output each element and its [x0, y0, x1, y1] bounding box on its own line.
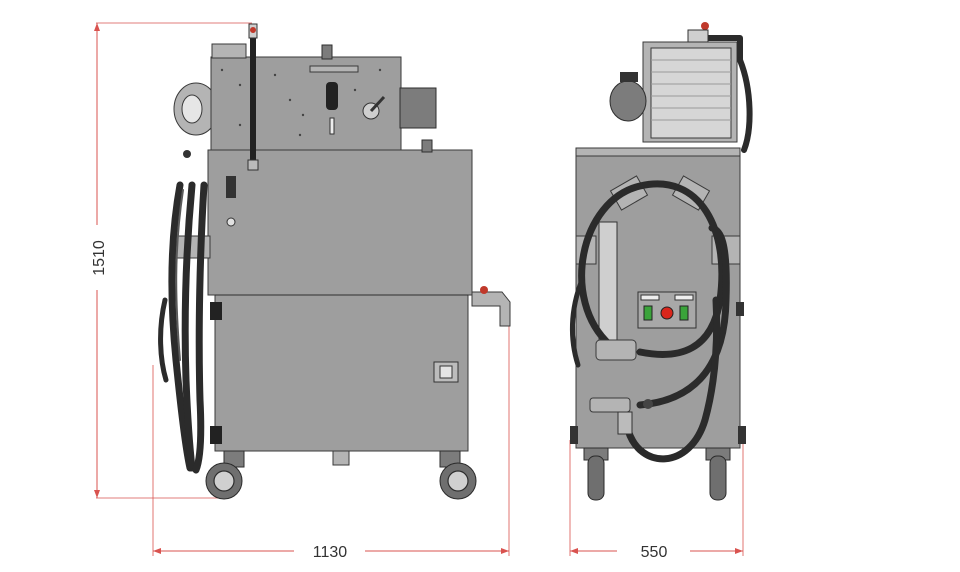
top-pipe	[695, 35, 743, 63]
front-hose-loop-3	[624, 296, 721, 463]
pipe-valve-red	[250, 27, 256, 33]
hook-knob	[183, 150, 191, 158]
gauge-port	[226, 217, 236, 227]
side-hose-2	[181, 181, 196, 472]
switch-label-left	[640, 294, 660, 301]
emergency-stop-button[interactable]	[660, 306, 674, 320]
top-port	[421, 139, 433, 153]
front-wheel-left	[587, 455, 605, 501]
drain-port	[332, 450, 350, 466]
slider-rail	[309, 65, 359, 73]
width-label: 1130	[313, 544, 348, 561]
valve-body	[326, 82, 338, 110]
depth-arrow-left	[570, 548, 578, 554]
right-top-hose	[737, 57, 753, 153]
wheel-right-hub	[447, 470, 469, 492]
front-hose-loop-1	[578, 180, 726, 358]
motor-terminal	[620, 72, 638, 82]
side-hose-3	[192, 181, 208, 474]
height-label: 1510	[91, 240, 108, 276]
front-cabinet-lid	[575, 147, 741, 157]
top-bracket	[211, 43, 247, 59]
motor-cylinder	[609, 80, 647, 122]
valve-indicator	[329, 117, 335, 135]
side-hose-1	[168, 181, 194, 472]
front-coupling	[595, 339, 637, 361]
lower-tee	[617, 411, 633, 435]
width-arrow-left	[153, 548, 161, 554]
switch-label-right	[674, 294, 694, 301]
side-hose-highlight	[175, 189, 184, 361]
lower-coupling	[589, 397, 631, 413]
switch-right[interactable]	[679, 305, 689, 321]
switch-left[interactable]	[643, 305, 653, 321]
cabinet-upper	[207, 149, 473, 296]
front-foot-right	[738, 426, 746, 444]
height-arrow-bottom	[94, 490, 100, 498]
front-wheel-right	[709, 455, 727, 501]
fan-hub	[181, 94, 203, 124]
front-vertical-pipe	[598, 221, 618, 343]
top-pipe-valve	[701, 22, 709, 30]
motor-block	[399, 87, 437, 129]
front-view	[569, 22, 753, 501]
hose-clamp-upper	[174, 235, 211, 259]
height-dimension: 1510	[91, 22, 252, 499]
wheel-left-hub	[213, 470, 235, 492]
side-hose-4	[158, 297, 169, 383]
width-arrow-right	[501, 548, 509, 554]
door-hinge-lower	[210, 426, 222, 444]
depth-arrow-right	[735, 548, 743, 554]
height-arrow-top	[94, 23, 100, 31]
outlet-valve	[480, 286, 488, 294]
side-valve	[226, 176, 236, 198]
outlet-elbow	[471, 291, 511, 327]
lower-valve	[643, 399, 653, 409]
width-dimension: 1130	[152, 320, 510, 561]
top-pipe-fitting	[687, 29, 709, 43]
top-knob	[321, 44, 333, 60]
lever-arm	[369, 95, 386, 113]
front-foot-left	[570, 426, 578, 444]
front-hose-loop-2	[636, 224, 730, 409]
cabinet-lower	[214, 294, 469, 452]
fan-grille-lines	[651, 59, 731, 121]
fan-grille	[650, 47, 732, 139]
door-handle-inset	[439, 365, 453, 379]
depth-label: 550	[641, 544, 668, 561]
panel-rivets	[220, 68, 382, 137]
depth-dimension: 550	[569, 440, 744, 561]
pipe-fitting	[247, 159, 259, 171]
side-view	[158, 23, 511, 500]
door-hinge-upper	[210, 302, 222, 320]
front-latch-right	[736, 302, 744, 316]
front-hose-side	[569, 277, 585, 368]
